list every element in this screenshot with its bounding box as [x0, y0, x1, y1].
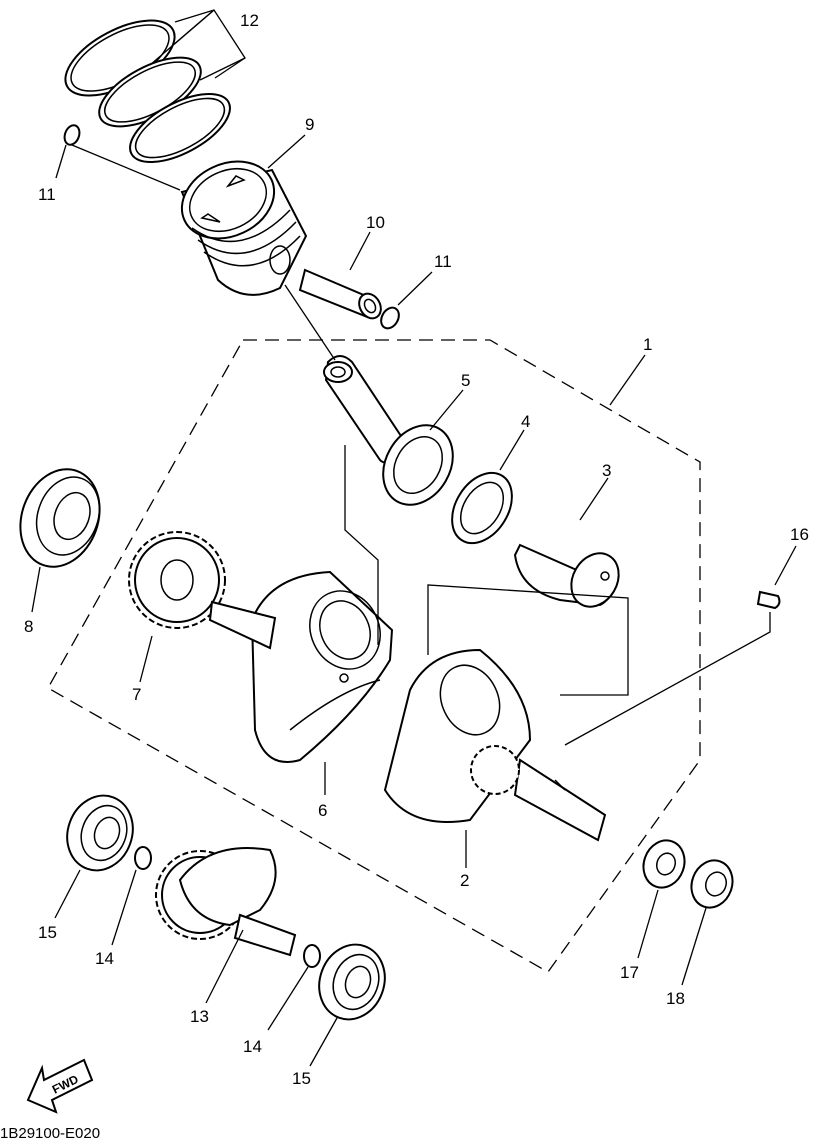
callout-8: 8 [24, 617, 33, 636]
washer [642, 839, 686, 889]
callout-14: 14 [243, 1037, 262, 1056]
balancer-shaft [155, 847, 297, 957]
circlip-balancer-right [303, 944, 321, 968]
callout-9: 9 [305, 115, 314, 134]
woodruff-key [756, 590, 781, 610]
piston [180, 160, 308, 296]
callout-5: 5 [461, 371, 470, 390]
callout-17: 17 [620, 963, 639, 982]
callout-11: 11 [434, 252, 452, 271]
callout-4: 4 [521, 412, 530, 431]
callout-15: 15 [292, 1069, 311, 1088]
callout-15: 15 [38, 923, 57, 942]
callout-6: 6 [318, 801, 327, 820]
crankshaft-assembly-boundary [47, 339, 701, 973]
bearing-balancer-right [318, 943, 386, 1021]
callout-14: 14 [95, 949, 114, 968]
timing-gear [128, 531, 226, 629]
crank-pin [513, 543, 620, 608]
bearing-balancer-left [66, 794, 134, 872]
piston-rings [64, 19, 231, 163]
connecting-rod [323, 355, 454, 506]
piston-arrow-mark [225, 175, 246, 188]
callout-7: 7 [132, 685, 141, 704]
fwd-arrow-icon: FWD [26, 1058, 94, 1114]
bearing-left [19, 468, 101, 568]
callout-3: 3 [602, 461, 611, 480]
needle-bearing [451, 471, 513, 545]
circlip-lower [380, 306, 400, 330]
callout-11: 11 [38, 185, 56, 204]
callout-16: 16 [790, 525, 809, 544]
circlip-balancer-left [134, 846, 152, 870]
callout-12: 12 [240, 11, 259, 30]
callout-13: 13 [190, 1007, 209, 1026]
callout-18: 18 [666, 989, 685, 1008]
crankshaft-left [208, 570, 394, 763]
callout-2: 2 [460, 871, 469, 890]
crankshaft-right [383, 648, 607, 842]
nut [690, 859, 734, 909]
drawing-code: 1B29100-E020 [0, 1125, 100, 1142]
callout-10: 10 [366, 213, 385, 232]
callout-labels: 12 9 11 10 11 1 5 4 3 16 8 7 6 2 15 14 1… [24, 11, 809, 1088]
piston-pin [298, 268, 382, 320]
piston-arrow-mark [200, 213, 221, 223]
circlip-upper [63, 124, 81, 146]
leader-lines [31, 9, 797, 1067]
callout-1: 1 [643, 335, 652, 354]
